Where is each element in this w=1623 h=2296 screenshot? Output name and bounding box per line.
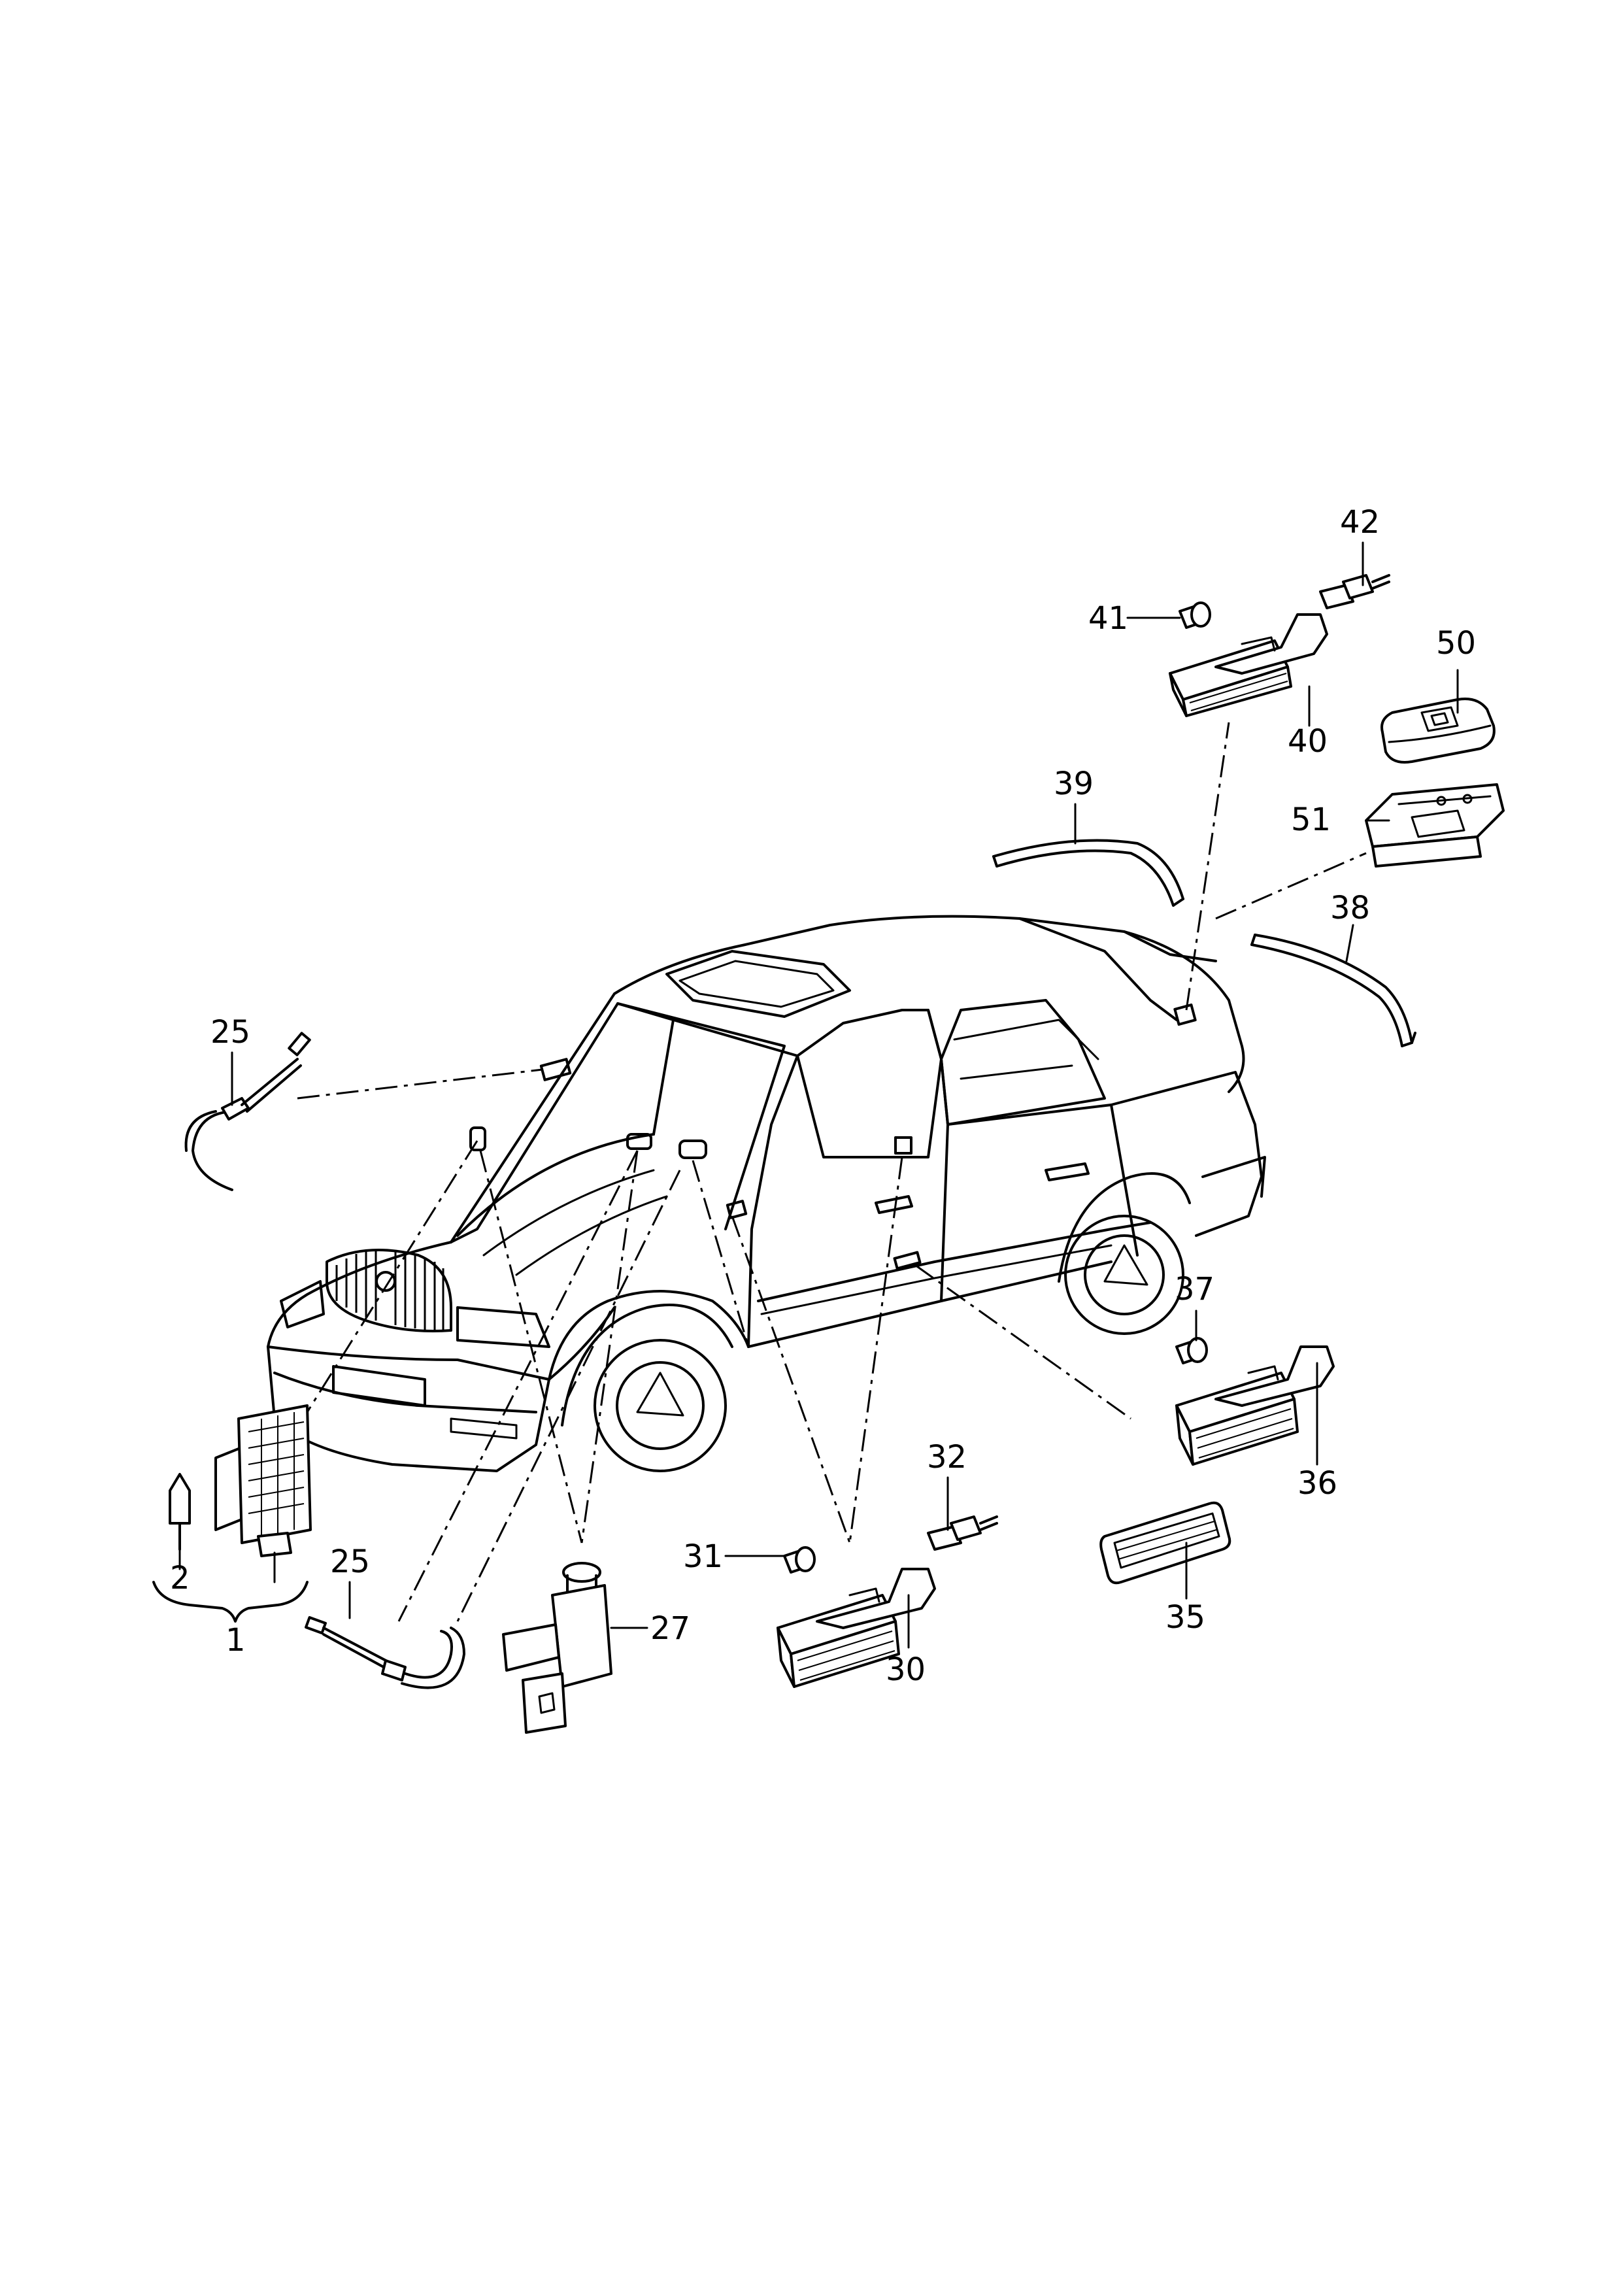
car-illustration	[267, 915, 1266, 1472]
callout-38: 38	[1330, 890, 1370, 926]
leader-lines	[297, 722, 1367, 1622]
callout-51: 51	[1291, 802, 1331, 838]
part-32-connector	[927, 1515, 998, 1551]
part-50-cover	[1380, 698, 1496, 764]
callout-2: 2	[170, 1560, 190, 1596]
part-25-wiring-bottom	[305, 1616, 465, 1689]
part-41-bulb	[1179, 601, 1211, 629]
callout-labels: 42 41 50 40 39 51 38 25 37 36 32 31 30 3…	[170, 504, 1476, 1688]
callout-39: 39	[1054, 766, 1094, 802]
callout-25-bottom: 25	[330, 1544, 370, 1580]
part-37-bulb	[1175, 1337, 1208, 1364]
part-31-bulb	[783, 1546, 816, 1574]
callout-50: 50	[1436, 625, 1476, 662]
callout-42: 42	[1340, 504, 1380, 541]
part-38-trim-strip	[1250, 934, 1416, 1047]
part-39-trim-strip	[992, 839, 1184, 907]
part-36-door-lamp	[1175, 1345, 1335, 1466]
callout-36: 36	[1297, 1465, 1337, 1502]
part-30-door-lamp	[777, 1568, 936, 1688]
callout-37: 37	[1175, 1271, 1214, 1308]
part-51-housing	[1365, 783, 1505, 868]
part-25-wiring-top	[184, 1032, 311, 1191]
part-1-interior-lamp	[214, 1404, 312, 1557]
part-35-lens	[1099, 1501, 1231, 1585]
callout-25-top: 25	[210, 1014, 250, 1051]
callout-31: 31	[683, 1538, 723, 1575]
part-42-connector	[1319, 574, 1390, 609]
part-27-door-switch	[502, 1562, 612, 1734]
callout-32: 32	[927, 1439, 967, 1476]
callout-1: 1	[226, 1622, 246, 1659]
callout-41: 41	[1088, 600, 1128, 637]
callout-40: 40	[1288, 723, 1328, 760]
bracket-1	[152, 1581, 309, 1623]
callout-27: 27	[650, 1610, 690, 1647]
callout-35: 35	[1165, 1599, 1205, 1636]
callout-leaders	[178, 541, 1459, 1649]
part-40-luggage-lamp	[1169, 613, 1328, 717]
part-2-bulb	[169, 1473, 191, 1551]
callout-30: 30	[886, 1651, 926, 1688]
